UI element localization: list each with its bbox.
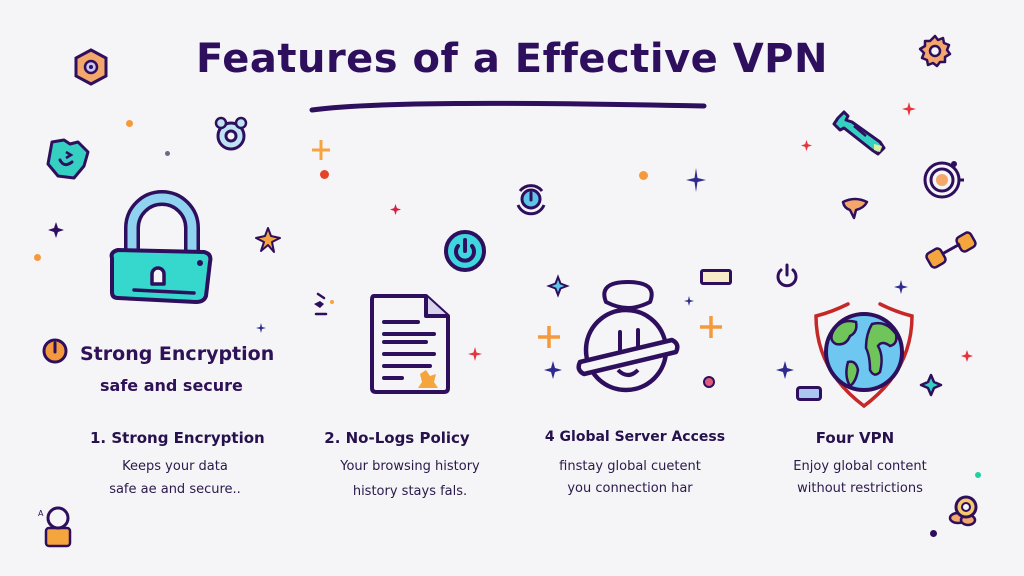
pin-shape-icon (841, 197, 869, 220)
dot-decoration (34, 254, 41, 261)
sparkle-icon (801, 140, 812, 151)
feature-1-desc-line-2: safe ae and secure.. (109, 482, 241, 497)
globe-robot-icon (576, 280, 680, 393)
cog-icon (918, 34, 952, 68)
document-icon (370, 294, 450, 394)
sparkle-icon (390, 204, 401, 215)
feature-3-desc-line-1: finstay global cuetent (559, 459, 701, 474)
blob-face-icon (46, 138, 90, 180)
plus-sparkle-icon (538, 326, 560, 348)
headline-subtitle: safe and secure (100, 376, 243, 395)
sparkle-icon (468, 347, 482, 361)
gear-icon (214, 116, 248, 151)
target-icon (923, 161, 964, 199)
svg-text:A: A (38, 509, 44, 518)
page-title: Features of a Effective VPN (196, 36, 828, 82)
sparkle-icon (546, 274, 570, 298)
padlock-icon (109, 190, 213, 304)
feature-1-title: 1. Strong Encryption (90, 429, 265, 447)
hexagon-badge-icon (74, 48, 108, 86)
sparkle-icon (894, 280, 908, 294)
feature-1-desc-line-1: Keeps your data (122, 459, 228, 474)
sparkle-icon (544, 361, 562, 379)
feature-4-title: Four VPN (815, 429, 895, 447)
sparkle-icon (48, 222, 64, 238)
feature-4-desc-line-1: Enjoy global content (793, 459, 927, 474)
sparkle-icon (919, 373, 943, 397)
power-badge-icon (42, 338, 68, 364)
dot-decoration (126, 120, 133, 127)
sparkle-cluster-icon (314, 292, 334, 316)
dot-decoration (165, 151, 170, 156)
wrench-icon (832, 110, 886, 156)
sparkle-icon (256, 323, 266, 333)
sparkle-icon (961, 350, 973, 362)
plus-sparkle-icon (700, 316, 722, 338)
feature-2-desc-line-2: history stays fals. (352, 484, 468, 499)
power-symbol-icon (776, 263, 798, 288)
feature-3-title: 4 Global Server Access (544, 429, 726, 445)
sparkle-icon (902, 102, 916, 116)
pill-decoration (700, 269, 732, 285)
title-underline (309, 100, 707, 113)
feature-2-desc-line-1: Your browsing history (340, 459, 480, 474)
dot-decoration (639, 171, 648, 180)
sparkle-icon (684, 296, 694, 306)
feature-4-desc-line-2: without restrictions (797, 481, 923, 496)
sparkle-icon (776, 361, 794, 379)
dot-decoration (930, 530, 937, 537)
capsule-link-icon (925, 231, 977, 269)
dot-decoration (703, 376, 715, 388)
feature-2-title: 2. No-Logs Policy (324, 429, 470, 447)
power-orbit-icon (516, 184, 546, 216)
star-sparkle-icon (255, 227, 281, 253)
dot-decoration (975, 472, 981, 478)
robot-buddy-icon (948, 495, 978, 527)
dot-decoration (320, 170, 329, 179)
feature-3-desc-line-2: you connection har (567, 481, 693, 496)
globe-shield-icon (814, 302, 914, 409)
sparkle-icon (686, 168, 706, 192)
plus-sparkle-icon (312, 140, 330, 160)
power-button-icon (444, 230, 486, 272)
pill-decoration (796, 386, 822, 401)
user-avatar-icon: A (38, 506, 72, 548)
headline-title: Strong Encryption (80, 343, 275, 365)
